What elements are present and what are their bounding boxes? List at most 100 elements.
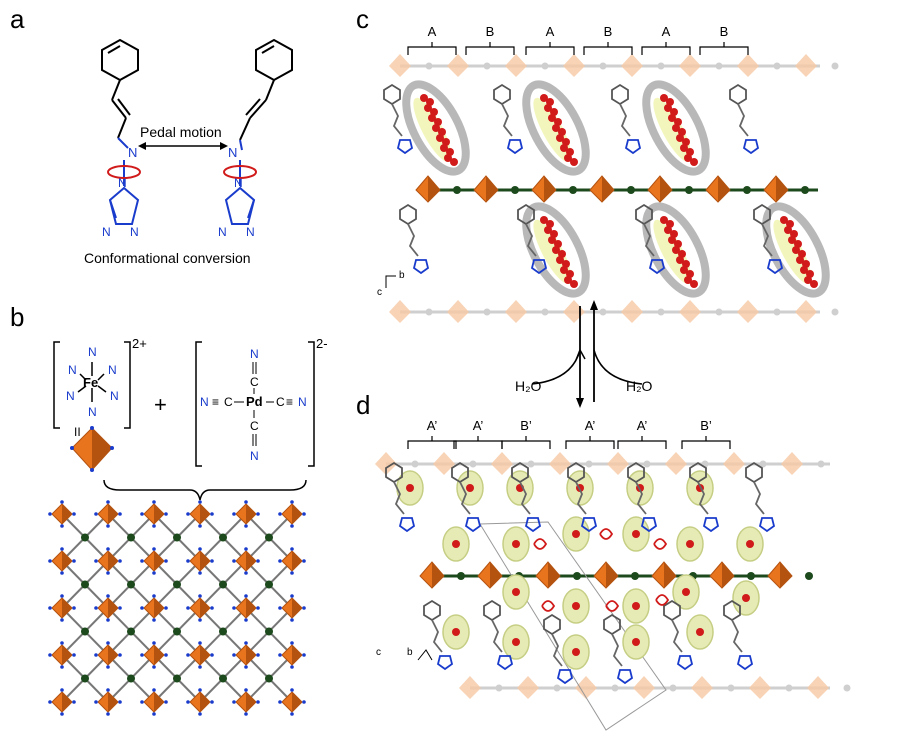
ligand	[483, 599, 514, 671]
svg-text:C: C	[250, 375, 259, 389]
faded-polyhedron-icon	[795, 300, 817, 323]
pd-node	[747, 572, 755, 580]
faded-polyhedron-icon	[665, 452, 687, 475]
fe-polyhedron-icon	[535, 561, 561, 589]
fe-polyhedron-icon	[705, 175, 731, 203]
svg-text:N: N	[298, 395, 307, 409]
pd-node	[173, 627, 181, 636]
water-guest	[396, 470, 424, 506]
pd-node	[127, 533, 135, 542]
svg-text:N: N	[246, 225, 255, 239]
fe-octahedron-icon	[94, 594, 122, 622]
rotation-arrow-icon	[533, 538, 548, 550]
pd-node	[265, 674, 273, 683]
fe-octahedron-icon	[140, 688, 168, 716]
left-molecule	[101, 38, 140, 225]
group-label: A	[546, 24, 555, 39]
group-label: B	[486, 24, 495, 39]
unit-cell-outline	[479, 521, 667, 731]
fe-octahedron-icon	[186, 688, 214, 716]
pd-node	[81, 533, 89, 542]
fe-octahedron-icon	[186, 594, 214, 622]
fe-octahedron-icon	[48, 594, 76, 622]
pd-node	[265, 533, 273, 542]
svg-text:N: N	[234, 176, 243, 190]
group-label: A	[428, 24, 437, 39]
fe-octahedron-icon	[140, 641, 168, 669]
axis-c-c: c	[377, 287, 382, 298]
fe-octahedron-icon	[94, 547, 122, 575]
faded-polyhedron-icon	[723, 452, 745, 475]
faded-polyhedron-icon	[563, 54, 585, 77]
faded-polyhedron-icon	[549, 452, 571, 475]
guest-molecule	[402, 80, 470, 176]
svg-text:N: N	[218, 225, 227, 239]
faded-polyhedron-icon	[621, 54, 643, 77]
group-brace-icon	[583, 42, 633, 55]
ligand	[663, 599, 694, 671]
faded-polyhedron-icon	[505, 300, 527, 323]
group-label: B	[604, 24, 613, 39]
rotation-arrow-left-icon	[107, 165, 141, 179]
panel-label-a: a	[10, 4, 25, 34]
pd-node	[219, 627, 227, 636]
svg-text:N: N	[108, 363, 117, 377]
water-guest	[442, 614, 470, 650]
fe-polyhedron-icon	[767, 561, 793, 589]
pd-node	[743, 186, 751, 194]
fe-octahedron-icon	[48, 500, 76, 528]
faded-polyhedron-icon	[737, 54, 759, 77]
group-label: A’	[585, 418, 596, 433]
pd-node	[219, 674, 227, 683]
faded-polyhedron-icon	[807, 676, 829, 699]
ligand	[517, 203, 548, 275]
group-label: B’	[700, 418, 712, 433]
pd-node	[685, 186, 693, 194]
pd-node	[631, 572, 639, 580]
svg-text:N: N	[250, 347, 259, 361]
water-guest	[622, 588, 650, 624]
group-label: B’	[520, 418, 532, 433]
fe-polyhedron-icon	[419, 561, 445, 589]
water-guest	[502, 526, 530, 562]
faded-polyhedron-icon	[749, 676, 771, 699]
svg-text:N: N	[118, 176, 127, 190]
fe-octahedron-icon	[232, 547, 260, 575]
pd-node	[173, 674, 181, 683]
svg-text:N: N	[66, 389, 75, 403]
ligand	[451, 461, 482, 533]
fe-octahedron-icon	[48, 688, 76, 716]
svg-text:C: C	[224, 395, 233, 409]
faded-polyhedron-icon	[459, 676, 481, 699]
pd-atom: Pd	[246, 394, 263, 409]
axis-c-d: c	[376, 647, 381, 658]
fe-octahedron-icon	[186, 641, 214, 669]
panel-label-b: b	[10, 302, 25, 332]
svg-text:N: N	[102, 225, 111, 239]
rotation-arrow-icon	[655, 594, 670, 606]
pd-node	[81, 580, 89, 589]
guest-molecule	[642, 80, 710, 176]
water-guest	[736, 526, 764, 562]
conformational-conversion-label: Conformational conversion	[84, 250, 251, 266]
plus-sign: +	[154, 392, 167, 417]
group-brace-icon	[407, 42, 457, 55]
fe-octahedron-icon	[278, 594, 306, 622]
faded-polyhedron-icon	[737, 300, 759, 323]
fe-octahedron-icon	[94, 688, 122, 716]
pd-node	[81, 674, 89, 683]
group-brace-icon	[407, 436, 457, 449]
octahedron-icon	[70, 426, 114, 472]
svg-text:≡: ≡	[212, 395, 219, 409]
faded-polyhedron-icon	[505, 54, 527, 77]
group-label: A’	[427, 418, 438, 433]
ligand	[611, 83, 642, 155]
rotation-arrow-icon	[541, 600, 556, 612]
fe-bracket	[53, 341, 131, 429]
pd-node	[127, 580, 135, 589]
svg-text:N: N	[250, 449, 259, 463]
